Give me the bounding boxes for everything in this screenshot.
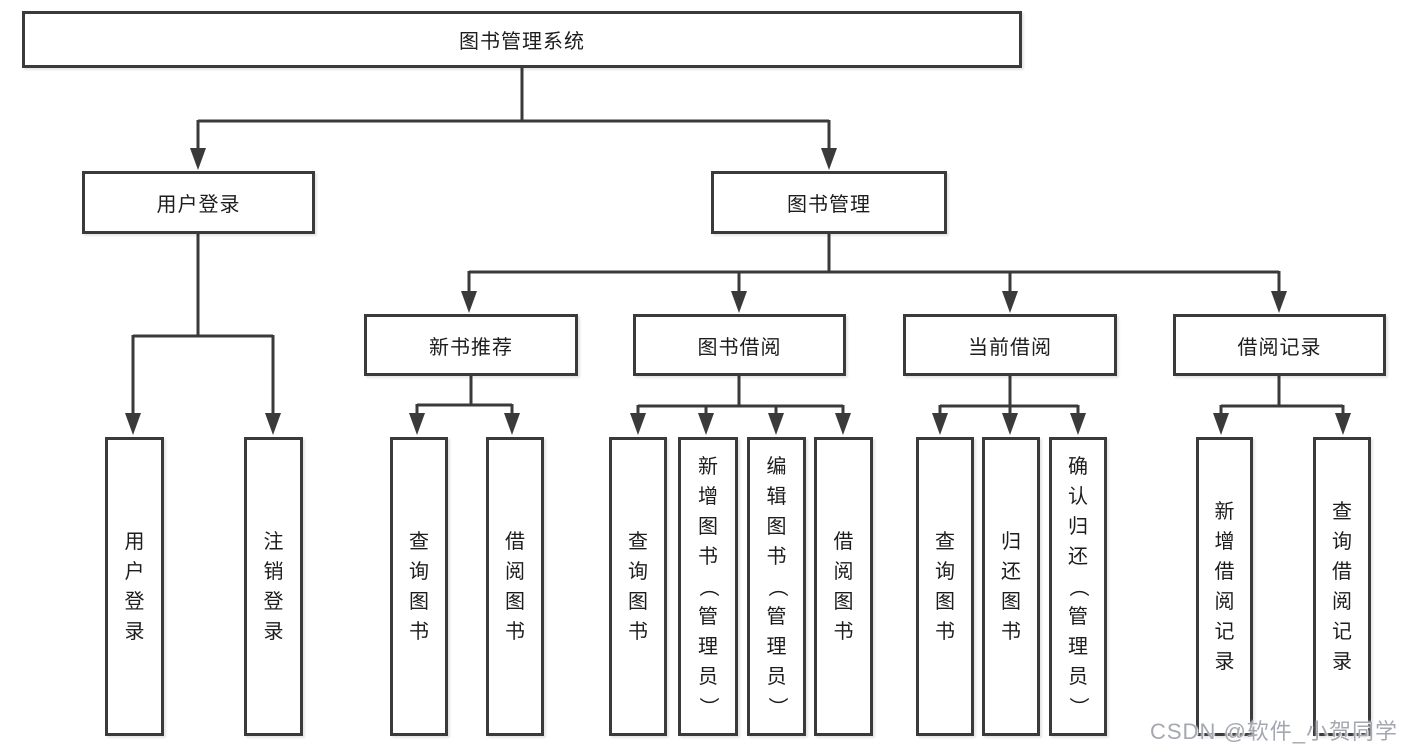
leaf-user-login: 用户登录 — [105, 437, 164, 736]
leaf-query-borrow-record: 查询借阅记录 — [1313, 437, 1371, 736]
leaf-add-borrow-record: 新增借阅记录 — [1196, 437, 1253, 736]
leaf-return-book: 归还图书 — [982, 437, 1040, 736]
leaf-logout: 注销登录 — [244, 437, 303, 736]
connector-user-login-to-leaves — [125, 234, 281, 435]
connector-borrow-records-to-leaves — [1213, 376, 1351, 435]
leaf-query-books-3: 查询图书 — [916, 437, 974, 736]
node-book-management-module: 图书管理 — [711, 171, 947, 234]
leaf-borrow-books-2: 借阅图书 — [814, 437, 873, 736]
node-new-book-recommendation: 新书推荐 — [364, 314, 578, 376]
node-user-login-module: 用户登录 — [82, 171, 315, 234]
node-library-management-system: 图书管理系统 — [22, 11, 1022, 68]
connector-book-borrow-to-leaves — [630, 376, 851, 435]
leaf-query-books-1: 查询图书 — [390, 437, 448, 736]
connector-book-mgmt-to-level3 — [461, 234, 1287, 313]
csdn-watermark: CSDN @软件_小贺同学 — [1150, 719, 1399, 744]
connector-current-borrow-to-leaves — [932, 376, 1086, 435]
leaf-edit-book-admin: 编辑图书（管理员） — [747, 437, 806, 736]
leaf-borrow-books-1: 借阅图书 — [486, 437, 544, 736]
node-current-borrowing: 当前借阅 — [903, 314, 1117, 376]
connector-new-books-to-leaves — [409, 376, 520, 435]
node-book-borrowing: 图书借阅 — [633, 314, 846, 376]
node-borrowing-records: 借阅记录 — [1173, 314, 1386, 376]
leaf-confirm-return-admin: 确认归还（管理员） — [1049, 437, 1107, 736]
leaf-add-book-admin: 新增图书（管理员） — [678, 437, 738, 736]
connector-root-to-level2 — [190, 68, 837, 170]
leaf-query-books-2: 查询图书 — [609, 437, 667, 736]
